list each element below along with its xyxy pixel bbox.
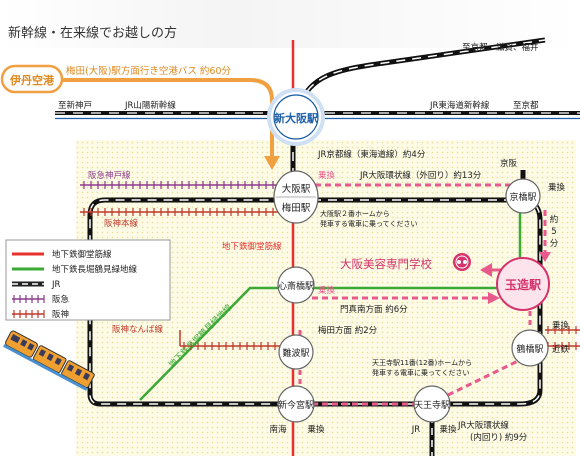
svg-text:南海: 南海 — [269, 424, 287, 435]
svg-text:JR: JR — [411, 425, 421, 435]
nankai-label: 南海 — [269, 424, 287, 435]
train-illustration — [3, 330, 95, 391]
station-label: 梅田駅 — [282, 202, 311, 214]
yaku-5-label: 約 5 分 — [550, 214, 559, 249]
transfer-tsuruhashi: 乗換 — [552, 320, 570, 331]
station-shin-imamiya[interactable]: 新今宮駅 — [277, 385, 315, 423]
legend-label: 阪神 — [52, 309, 69, 320]
airport-badge[interactable]: 伊丹空港 — [0, 64, 64, 94]
station-label: 心斎橋駅 — [278, 280, 314, 292]
airport-label: 伊丹空港 — [9, 73, 55, 87]
jr-tennoji-label: JR — [411, 425, 421, 435]
legend-item: 地下鉄御堂筋線 — [12, 249, 112, 260]
transfer-label: 乗換 — [318, 170, 336, 181]
nankai-transfer-label: 乗換 — [307, 424, 325, 435]
station-namba[interactable]: 難波駅 — [278, 334, 314, 370]
jr-kyoto-label: JR京都線（東海道線）約4分 — [317, 149, 426, 160]
station-label: 玉造駅 — [505, 277, 542, 292]
kyoto-dest: 至京都、滋賀、福井 — [462, 42, 539, 53]
platform-note-2: 発車する電車に乗ってください — [320, 219, 417, 228]
nagahori-walk: 門真南方面 約6分 — [340, 304, 408, 315]
station-tennoji[interactable]: 天王寺駅 — [413, 385, 451, 423]
namba-line-label: 阪神なんば線 — [112, 324, 164, 335]
header-band — [0, 0, 580, 48]
umeda-direction: 梅田方面 約2分 — [318, 325, 378, 336]
transfer-nagahori: 乗換 — [318, 285, 336, 296]
legend-item: 阪急 — [12, 294, 70, 305]
hankyu-label: 阪急神戸線 — [88, 170, 131, 181]
loop-inner-label: JR大阪環状線 — [457, 420, 509, 431]
station-label: 鶴橋駅 — [516, 343, 543, 355]
svg-text:約: 約 — [550, 214, 559, 225]
airport-bus-note: 梅田(大阪)駅方面行き空港バス 約60分 — [66, 65, 232, 77]
station-osaka-umeda[interactable]: 大阪駅 梅田駅 — [273, 170, 319, 224]
hanshin-line — [80, 208, 580, 350]
airport-bus-route — [60, 78, 280, 170]
station-label: 大阪駅 — [282, 183, 311, 195]
transfer-kyobashi: 乗換 — [548, 182, 566, 193]
legend-label: 地下鉄御堂筋線 — [52, 249, 112, 260]
station-shin-osaka[interactable]: 新大阪駅 — [267, 88, 325, 146]
jr-transfer-label: 乗換 — [439, 424, 457, 435]
school-name: 大阪美容専門学校 — [340, 257, 432, 271]
school-marker[interactable]: 大阪美容専門学校 — [340, 253, 471, 271]
svg-text:分: 分 — [550, 239, 559, 249]
shinkansen-west-dest: 至新神戸 — [58, 100, 92, 111]
legend-item: 地下鉄長堀鶴見緑地線 — [12, 264, 138, 275]
shinkansen-west-line: JR山陽新幹線 — [124, 100, 176, 111]
loop-inner-label-2: (内回り) 約9分 — [470, 432, 528, 443]
station-label: 新今宮駅 — [278, 399, 314, 411]
station-kyobashi[interactable]: 京橋駅 — [505, 178, 541, 214]
page-title: 新幹線・在来線でお越しの方 — [8, 25, 177, 41]
svg-text:5: 5 — [551, 227, 556, 237]
station-tamatsukuri[interactable]: 玉造駅 — [496, 257, 550, 311]
tennoji-note: 天王寺駅11番(12番)ホームから — [372, 359, 472, 367]
shinkansen-east-dest: 至京都 — [513, 100, 539, 111]
legend-item: JR — [12, 280, 61, 290]
kintetsu-label: 近鉄 — [552, 344, 570, 355]
station-label: 京橋駅 — [509, 191, 536, 203]
svg-text:乗換: 乗換 — [307, 424, 325, 435]
shinkansen-east-line: JR東海道新幹線 — [429, 100, 490, 111]
tennoji-note-2: 発車する電車に乗ってください — [372, 368, 469, 377]
station-label: 天王寺駅 — [414, 400, 450, 411]
svg-text:乗換: 乗換 — [439, 424, 457, 435]
keihan-label: 京阪 — [500, 158, 518, 169]
station-label: 難波駅 — [282, 347, 309, 359]
station-label: 新大阪駅 — [274, 111, 318, 125]
legend-label: 地下鉄長堀鶴見緑地線 — [52, 264, 138, 275]
station-shinsaibashi[interactable]: 心斎橋駅 — [277, 266, 315, 304]
midosuji-label: 地下鉄御堂筋線 — [222, 241, 282, 252]
hanshin-label: 阪神本線 — [104, 218, 139, 229]
hankyu-line — [80, 181, 280, 189]
legend-item: 阪神 — [12, 309, 69, 320]
legend-label: JR — [51, 280, 61, 290]
station-tsuruhashi[interactable]: 鶴橋駅 — [511, 329, 549, 367]
platform-note: 大阪駅２番ホームから — [320, 209, 390, 218]
legend-label: 阪急 — [52, 294, 70, 305]
loop-outer-label: JR大阪環状線（外回り）約13分 — [359, 170, 482, 181]
